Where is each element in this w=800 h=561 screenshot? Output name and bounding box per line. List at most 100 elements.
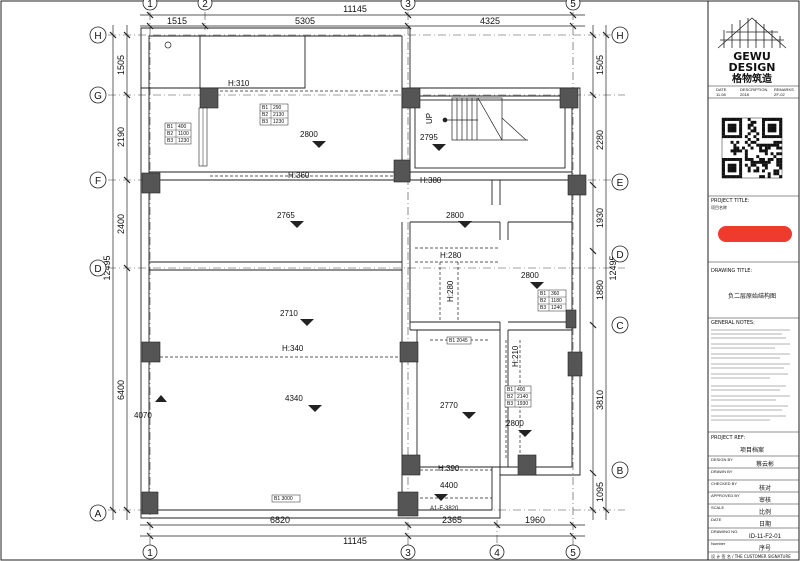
dim-bottom-3: 1960 <box>525 515 545 525</box>
qr-module <box>739 163 743 167</box>
qr-module <box>762 135 765 139</box>
qr-module <box>776 158 780 161</box>
svg-text:11.08: 11.08 <box>716 92 726 97</box>
qr-module <box>733 158 737 161</box>
qr-module <box>739 120 743 124</box>
columns <box>141 87 587 517</box>
svg-text:B2: B2 <box>540 298 546 304</box>
qr-module <box>739 160 743 164</box>
qr-module <box>767 123 771 127</box>
qr-module <box>770 118 774 121</box>
qr-module <box>733 166 737 170</box>
qr-module <box>770 123 774 127</box>
grid-label-right-B: B <box>617 466 624 477</box>
qr-module <box>767 172 771 176</box>
svg-text:DATE: DATE <box>716 87 727 92</box>
qr-module <box>770 158 774 161</box>
qr-module <box>747 132 751 136</box>
qr-module <box>762 118 765 121</box>
stair-up-label: UP <box>425 113 434 124</box>
qr-module <box>767 126 771 130</box>
qr-module <box>764 146 768 150</box>
qr-module <box>744 158 748 161</box>
qr-module <box>747 123 751 127</box>
qr-module <box>744 163 748 167</box>
qr-module <box>727 175 731 179</box>
qr-module <box>762 149 765 153</box>
logo-icon <box>717 17 787 49</box>
level-marker: 2710 <box>280 309 314 326</box>
qr-module <box>756 143 760 147</box>
qr-module <box>759 149 763 153</box>
qr-module <box>770 129 774 133</box>
grid-label-left-H: H <box>94 31 101 42</box>
qr-module <box>779 132 783 136</box>
qr-module <box>776 160 780 164</box>
tag-table-5: B1 2045 <box>446 336 472 345</box>
svg-text:B2: B2 <box>167 131 173 137</box>
qr-module <box>739 149 743 153</box>
qr-module <box>767 175 771 179</box>
dim-left-2: 2190 <box>116 127 126 147</box>
qr-module <box>776 143 780 147</box>
qr-module <box>733 123 737 127</box>
qr-module <box>762 158 765 161</box>
qr-module <box>730 118 734 121</box>
grid-label-bottom-1: 1 <box>147 548 153 559</box>
qr-module <box>753 135 757 139</box>
level-marker: 2800 <box>300 130 326 148</box>
qr-module <box>773 118 777 121</box>
qr-module <box>724 135 728 139</box>
qr-module <box>730 140 734 144</box>
grid-bubble-labels: 1 2 3 5 1 3 4 5 H G F D A H E D C B <box>94 0 624 559</box>
svg-text:B1: B1 <box>540 291 546 297</box>
qr-module <box>750 140 754 144</box>
dim-right-2: 2280 <box>595 130 605 150</box>
grid-label-left-A: A <box>95 509 102 520</box>
qr-module <box>733 152 737 156</box>
row-label: SCALE <box>711 505 724 510</box>
qr-module <box>724 158 728 161</box>
project-title-label: PROJECT TITLE: <box>711 198 750 204</box>
qr-module <box>779 120 783 124</box>
qr-module <box>722 132 725 136</box>
svg-text:B1: B1 <box>262 105 268 111</box>
svg-text:2800: 2800 <box>521 271 539 280</box>
qr-module <box>739 126 743 130</box>
qr-module <box>776 152 780 156</box>
dim-4070: 4070 <box>134 411 152 420</box>
project-title-value: 项目名称 <box>711 204 727 210</box>
svg-text:DESCRIPTION: DESCRIPTION <box>740 87 767 92</box>
qr-module <box>756 169 760 173</box>
level-marker: 2795 <box>420 133 446 151</box>
logo-text-2: DESIGN <box>729 61 776 74</box>
qr-module <box>762 126 765 130</box>
qr-module <box>767 146 771 150</box>
dim-left-3: 2400 <box>116 214 126 234</box>
qr-module <box>739 118 743 121</box>
qr-module <box>773 135 777 139</box>
qr-module <box>739 158 743 161</box>
grid-label-bottom-5: 5 <box>570 548 576 559</box>
qr-module <box>764 152 768 156</box>
qr-module <box>736 146 740 150</box>
qr-module <box>779 123 783 127</box>
beam-label-2: H:360 <box>288 171 310 180</box>
qr-module <box>776 163 780 167</box>
svg-text:B3: B3 <box>167 138 173 144</box>
svg-text:2795: 2795 <box>420 133 438 142</box>
svg-text:2800: 2800 <box>446 211 464 220</box>
qr-module <box>722 166 725 170</box>
qr-module <box>759 146 763 150</box>
qr-module <box>762 163 765 167</box>
qr-module <box>744 140 748 144</box>
grid-label-left-G: G <box>94 91 102 102</box>
qr-module <box>722 129 725 133</box>
qr-module <box>767 135 771 139</box>
qr-module <box>736 175 740 179</box>
qr-module <box>730 123 734 127</box>
level-marker: 4400 <box>434 481 458 501</box>
qr-module <box>759 158 763 161</box>
customer-signature-label: 设 计 签 名 / THE CUSTOMER SIGNATURE <box>711 553 791 559</box>
